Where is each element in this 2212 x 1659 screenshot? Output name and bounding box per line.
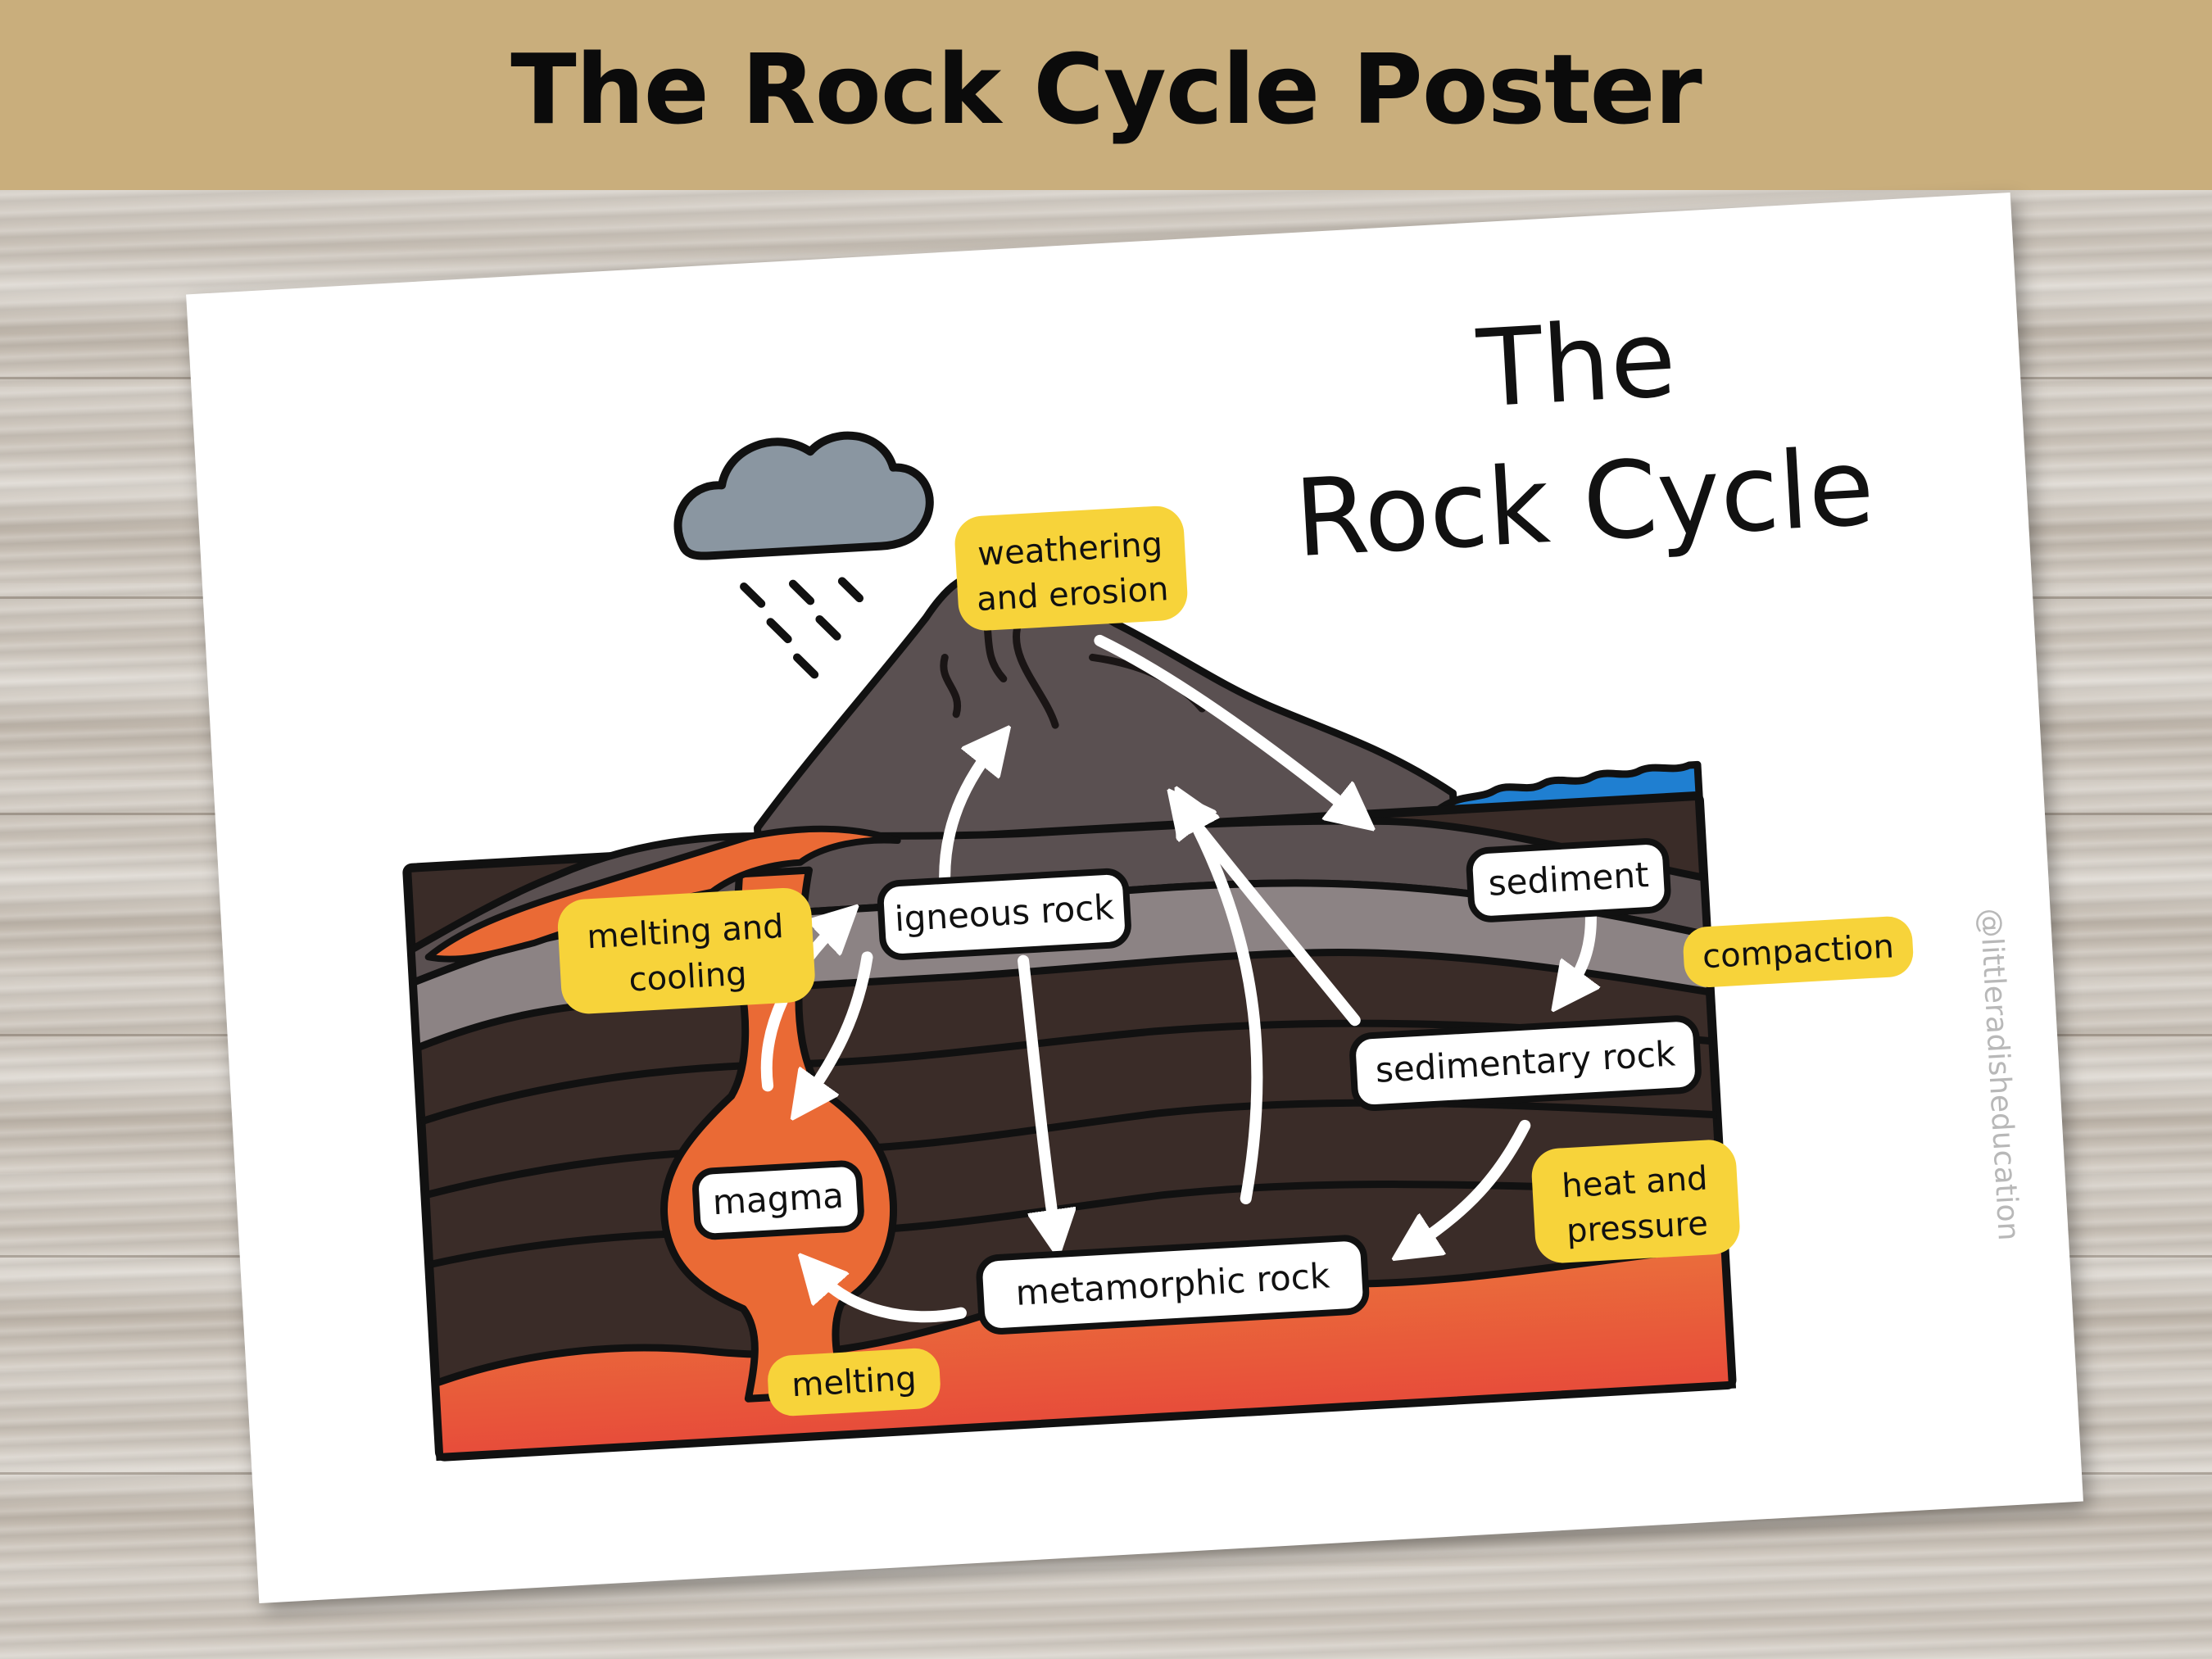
arrow-weathering-to-sediment [1094,634,1355,828]
poster-title-line-2: Rock Cycle [1292,424,1878,581]
page-title: The Rock Cycle Poster [510,33,1702,146]
poster-title-line-1: The [1473,296,1679,431]
rain-drops [740,577,864,679]
magma-box: magma [692,1160,864,1240]
arrow-metamorphic-to-magma [815,1264,967,1323]
arrow-metamorphic-to-weathering [1187,805,1263,1204]
heat-line-2: pressure [1566,1205,1709,1251]
watermark: @littleradisheducation [1973,907,2025,1241]
heat-pressure-tag: heat and pressure [1531,1140,1740,1263]
sediment-label: sediment [1487,854,1649,904]
header-banner: The Rock Cycle Poster [0,0,2212,190]
heat-line-1: heat and [1561,1160,1708,1206]
igneous-rock-box: igneous rock [877,868,1131,960]
cycle-arrows [760,634,1611,1323]
melting-cooling-line-2: cooling [628,955,747,999]
arrow-igneous-to-magma [798,951,873,1099]
sediment-box: sediment [1466,838,1671,922]
arrow-sedimentary-to-metamorphic [1406,1119,1531,1247]
weathering-erosion-tag: weathering and erosion [954,505,1188,631]
magma-label: magma [712,1175,845,1222]
arrow-sediment-to-sedimentary [1562,902,1596,992]
sedimentary-rock-box: sedimentary rock [1349,1015,1702,1112]
compaction-tag: compaction [1683,916,1914,988]
melting-label: melting [791,1360,918,1404]
metamorphic-rock-box: metamorphic rock [976,1235,1370,1335]
melting-cooling-tag: melting and cooling [557,887,815,1014]
melting-tag: melting [768,1348,941,1416]
mountain-cracks [940,602,1206,729]
arrow-igneous-to-metamorphic [1018,954,1055,1235]
rain-cloud [673,431,934,560]
